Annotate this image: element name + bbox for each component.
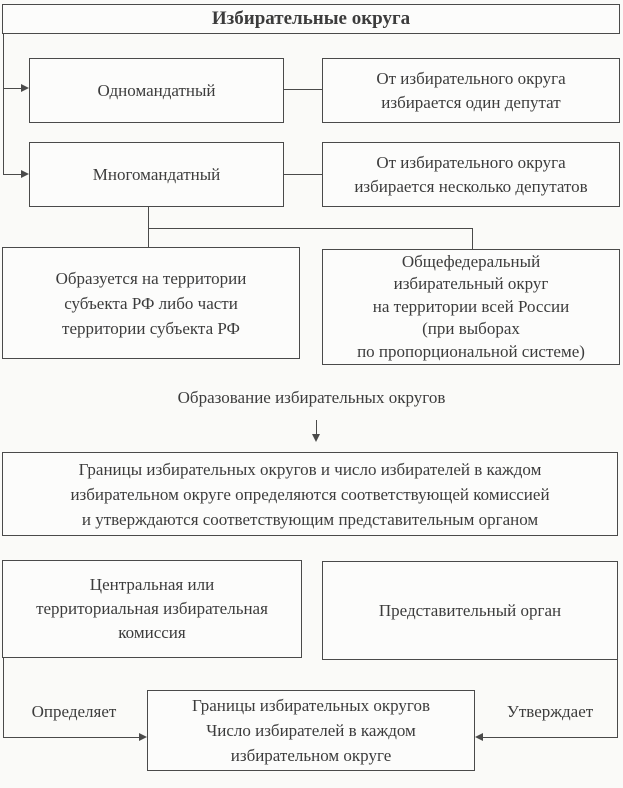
defines-label: Определяет bbox=[31, 702, 117, 721]
territorial-district-box: Образуется на территории субъекта РФ либ… bbox=[2, 247, 300, 359]
single-mandate-label: Одномандатный bbox=[97, 80, 216, 100]
commission-box: Центральная или территориальная избирате… bbox=[2, 560, 302, 658]
connector-line bbox=[472, 228, 473, 250]
rule-line: Границы избирательных округов и число из… bbox=[78, 459, 542, 479]
territorial-line: Образуется на территории bbox=[55, 268, 247, 288]
formation-heading: Образование избирательных округов bbox=[177, 388, 446, 407]
federal-line: на территории всей России bbox=[372, 296, 570, 316]
connector-line bbox=[3, 174, 21, 175]
connector-line bbox=[3, 737, 139, 738]
multi-mandate-box: Многомандатный bbox=[29, 142, 284, 207]
territorial-line: территории субъекта РФ bbox=[62, 318, 240, 338]
connector-line bbox=[483, 737, 617, 738]
federal-line: избирательный округ bbox=[393, 274, 549, 294]
diagram-title: Избирательные округа bbox=[211, 8, 411, 29]
rule-line: и утверждаются соответствующим представи… bbox=[81, 509, 539, 529]
formation-rule-box: Границы избирательных округов и число из… bbox=[2, 452, 618, 536]
arrowhead-left-icon bbox=[475, 733, 483, 741]
federal-line: по пропорциональной системе) bbox=[357, 341, 585, 361]
rule-line: избирательном округе определяются соотве… bbox=[70, 484, 550, 504]
object-line: Границы избирательных округов bbox=[191, 696, 431, 715]
boundaries-object-box: Границы избирательных округов Число изби… bbox=[147, 690, 475, 771]
federal-line: (при выборах bbox=[422, 319, 520, 339]
federal-district-box: Общефедеральный избирательный округ на т… bbox=[322, 249, 620, 365]
connector-line bbox=[3, 33, 4, 175]
description-line: От избирательного округа bbox=[376, 152, 566, 172]
connector-line bbox=[148, 228, 473, 229]
representative-organ-box: Представительный орган bbox=[322, 561, 618, 660]
connector-line bbox=[283, 89, 323, 90]
arrowhead-right-icon bbox=[21, 170, 29, 178]
commission-line: Центральная или bbox=[89, 575, 215, 594]
object-line: Число избирателей в каждом bbox=[206, 721, 416, 740]
commission-line: территориальная избирательная bbox=[36, 599, 268, 618]
commission-line: комиссия bbox=[118, 623, 186, 642]
multi-mandate-description-box: От избирательного округа избирается неск… bbox=[322, 142, 620, 207]
connector-line bbox=[148, 207, 149, 248]
organ-label: Представительный орган bbox=[378, 600, 562, 620]
arrowhead-right-icon bbox=[21, 84, 29, 92]
connector-line bbox=[316, 420, 317, 435]
multi-mandate-label: Многомандатный bbox=[92, 164, 221, 184]
federal-line: Общефедеральный bbox=[401, 251, 541, 271]
description-line: избирается несколько депутатов bbox=[354, 176, 588, 196]
connector-line bbox=[3, 657, 4, 738]
object-line: избирательном округе bbox=[230, 746, 392, 765]
connector-line bbox=[3, 88, 21, 89]
connector-line bbox=[283, 174, 323, 175]
title-box: Избирательные округа bbox=[2, 4, 620, 34]
territorial-line: субъекта РФ либо части bbox=[64, 293, 238, 313]
arrowhead-down-icon bbox=[312, 434, 320, 442]
single-mandate-description-box: От избирательного округа избирается один… bbox=[322, 58, 620, 123]
description-line: От избирательного округа bbox=[376, 68, 566, 88]
single-mandate-box: Одномандатный bbox=[29, 58, 284, 123]
connector-line bbox=[617, 659, 618, 738]
approves-label: Утверждает bbox=[506, 702, 594, 721]
description-line: избирается один депутат bbox=[381, 92, 561, 112]
arrowhead-right-icon bbox=[139, 733, 147, 741]
